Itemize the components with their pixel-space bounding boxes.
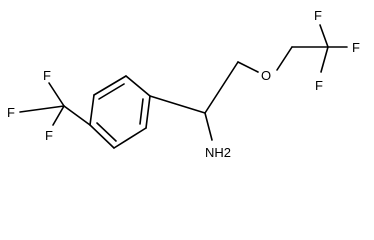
ring-cf3-f-left-label: F — [7, 105, 15, 120]
ring-cf3-f-top-label: F — [43, 68, 51, 83]
oxygen-label: O — [261, 68, 271, 83]
atom-labels: O NH2 F F F F F F — [7, 8, 360, 160]
ch-to-nh2-bond — [204, 112, 213, 141]
ring-double-bond-2 — [96, 122, 117, 142]
ether-cf3-f-bottom-label: F — [315, 78, 323, 93]
cf3-f-bottom-bond — [52, 105, 65, 126]
structure-canvas: O NH2 F F F F F F — [7, 8, 360, 160]
molecule-drawing: O NH2 F F F F F F — [7, 8, 360, 160]
ring-bond-6 — [125, 75, 151, 97]
ring-bond-3 — [89, 124, 115, 149]
cf3-f-top-bond — [48, 82, 65, 107]
ring-bond-1 — [93, 75, 127, 96]
ether-cf3-f-top-label: F — [314, 8, 322, 23]
ring-cf3-f-bottom-label: F — [45, 128, 53, 143]
ring-double-bond-1 — [98, 83, 125, 100]
bonds — [19, 24, 348, 149]
ether-cf3-f-top-bond — [319, 24, 329, 48]
ring-to-ch-bond — [149, 95, 206, 114]
ether-cf3-f-right-label: F — [352, 40, 360, 55]
ch-to-ch2-bond — [204, 61, 239, 114]
ring-bond-5 — [145, 95, 151, 129]
ether-cf3-f-bottom-bond — [320, 46, 329, 73]
amine-label: NH2 — [205, 145, 231, 160]
ring-bond-2 — [89, 94, 95, 126]
ring-double-bond-3 — [139, 98, 144, 125]
ring-bond-4 — [113, 127, 147, 149]
cf3-f-left-bond — [19, 105, 65, 113]
ch2-to-o-bond — [237, 61, 259, 73]
ring-to-cf3-bond — [63, 105, 91, 126]
o-to-ch2-bond — [276, 46, 293, 71]
